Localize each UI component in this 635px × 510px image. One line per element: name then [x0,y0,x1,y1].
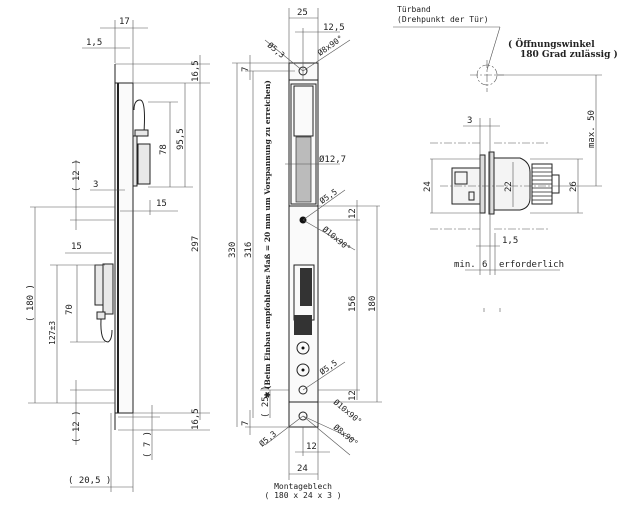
dim-25-paren: ( 25 ) [261,385,271,418]
dim-12-top: ( 12 ) [72,159,82,192]
dim-7-bottom: 7 [241,421,251,426]
hole-5-3-top-label: Ø5,3 [266,40,287,60]
dim-24: 24 [297,464,308,474]
hinge-sublabel: (Drehpunkt der Tür) [397,15,489,24]
dim-180: ( 180 ) [26,284,36,322]
dim-1-5: 1,5 [502,236,518,246]
hinge-label: Türband [397,5,431,14]
side-view: 17 1,5 16,5 95,5 78 297 ( 12 ) 3 15 15 (… [26,17,210,492]
dim-70: 70 [65,304,75,315]
countersink-8-bottom-label: Ø8x90° [332,422,361,448]
upper-component [132,99,151,187]
dim-15-left: 15 [71,242,82,252]
min-label: min. [454,260,476,270]
hole-5-5-bottom-label: Ø5,5 [317,357,339,376]
dim-316: 316 [244,242,254,258]
dim-26: 26 [569,181,579,192]
round-hole-2 [296,363,310,377]
dim-1-5: 1,5 [86,38,102,48]
dim-12-lower: 12 [348,390,358,401]
hole-5-3-bottom-label: Ø5,3 [257,428,278,448]
hole-lower [298,385,308,395]
dim-7-top: 7 [241,67,251,72]
top-view: Türband (Drehpunkt der Tür) ( Öffnungswi… [393,5,618,312]
dim-180: 180 [368,296,378,312]
installation-note: ✱ (Beim Einbau empfohlenes Maß = 20 mm u… [263,80,272,398]
dim-3: 3 [93,180,98,190]
round-hole-1 [296,341,310,355]
hole-bottom [298,411,308,421]
dim-20-5: ( 20,5 ) [68,476,111,486]
dim-22: 22 [504,181,514,192]
dim-78: 78 [159,144,169,155]
dim-17: 17 [119,17,130,27]
opening-angle-line2: 180 Grad zulässig ) [520,49,618,60]
countersink-10-top-label: Ø10x90° [321,224,353,253]
dim-max-50: max. 50 [587,110,597,148]
dim-25: 25 [297,8,308,18]
dim-12-bottom: 12 [306,442,317,452]
switch-block [293,264,315,335]
dim-156: 156 [348,296,358,312]
lower-component [94,263,114,343]
dim-297: 297 [191,236,201,252]
min-value: 6 [482,260,487,270]
dim-95-5: 95,5 [176,128,186,150]
dim-330: 330 [228,242,238,258]
dim-12-bottom: ( 12 ) [72,410,82,443]
plate-size: ( 180 x 24 x 3 ) [264,491,341,500]
plate-label: Montageblech [274,482,332,491]
dim-24: 24 [423,181,433,192]
dim-12-upper: 12 [348,208,358,219]
min-suffix: erforderlich [499,260,564,270]
dim-3: 3 [467,116,472,126]
countersink-8-top-label: Ø8x90° [315,33,344,58]
dim-16-5-top: 16,5 [191,60,201,82]
side-body [114,82,134,414]
mounting-plate [288,62,319,428]
dim-12-7: Ø12,7 [319,154,346,165]
spring [295,136,312,203]
dim-127: 127±3 [48,321,57,345]
dim-16-5-bottom: 16,5 [191,408,201,430]
switch-assembly [451,151,560,215]
hole-5-5-top-label: Ø5,5 [317,186,339,205]
dim-15-right: 15 [156,199,167,209]
opening-angle-line1: ( Öffnungswinkel [508,37,595,50]
front-view: 25 12,5 Ø5,3 Ø8x90° 7 330 316 ✱ (Beim Ei… [228,8,382,500]
dim-12-5: 12,5 [323,23,345,33]
dim-7: ( 7 ) [143,431,153,458]
